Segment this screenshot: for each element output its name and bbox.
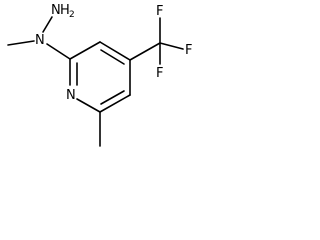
- fluorine-bottom-label: F: [156, 66, 163, 81]
- atom-labels: N H 2 N N F F F: [35, 3, 192, 103]
- bond-c4-cf3: [129, 42, 161, 61]
- amine-h-label: H: [60, 3, 70, 18]
- bond-n-c2: [46, 43, 71, 60]
- bond-c3-c4: [99, 41, 131, 61]
- ring-n-label: N: [66, 88, 76, 103]
- fluorine-top-label: F: [156, 4, 163, 19]
- bond-c5-c6: [99, 94, 131, 113]
- bond-c3-c4-double: [100, 49, 125, 65]
- bond-c6-n1: [76, 98, 101, 113]
- bond-c-f2: [159, 42, 184, 50]
- bonds: [7, 16, 184, 147]
- amine-h-subscript: 2: [69, 10, 75, 20]
- hydrazine-n-label: N: [35, 33, 45, 48]
- chemical-structure-diagram: N H 2 N N F F F: [7, 3, 192, 147]
- bond-nh2-n: [42, 16, 53, 33]
- bond-c2-c3: [69, 41, 101, 60]
- bond-c5-c6-double: [100, 90, 125, 105]
- amine-n-label: N: [51, 3, 61, 18]
- bond-n-methyl: [7, 40, 35, 46]
- fluorine-right-label: F: [185, 43, 192, 58]
